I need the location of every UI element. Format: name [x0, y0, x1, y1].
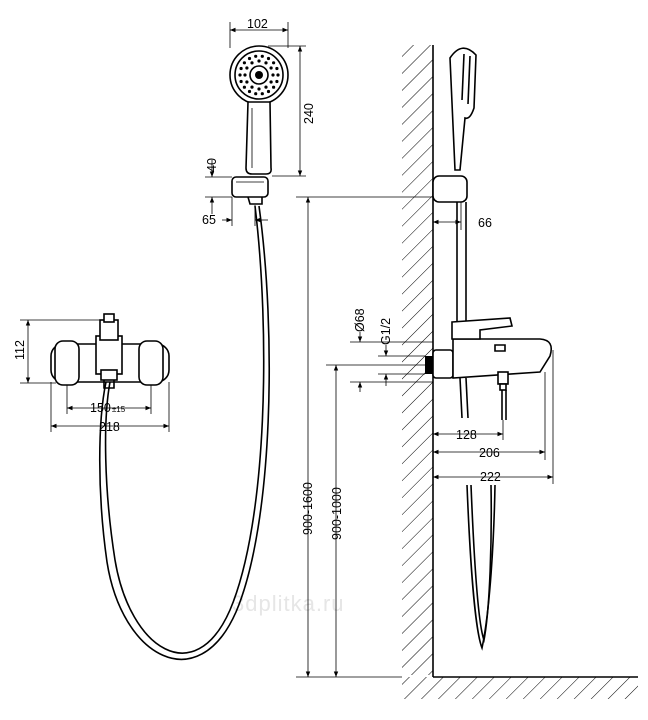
side-view: 66 900-1600 900-1000 Ø68 G1/2	[296, 45, 638, 699]
dim-head-height: 240	[268, 45, 316, 177]
svg-text:150±15: 150±15	[90, 401, 126, 415]
nozzle-dot	[275, 66, 279, 71]
nozzle-dot	[260, 92, 264, 96]
svg-text:65: 65	[202, 213, 216, 227]
svg-text:112: 112	[13, 340, 27, 360]
dim-head-width: 102	[229, 17, 289, 48]
nozzle-dot	[242, 85, 246, 89]
nozzle-dot	[245, 66, 249, 70]
nozzle-dot	[247, 89, 252, 94]
dim-mixer-height: 112	[13, 319, 100, 384]
dim-depth-128: 128	[432, 420, 504, 442]
svg-text:128: 128	[456, 428, 477, 442]
dim-mixer-spacing: 150±15	[66, 385, 152, 415]
dim-rail-range: 900-1600	[296, 196, 433, 678]
svg-text:900-1600: 900-1600	[301, 482, 315, 535]
nozzle-dot	[266, 89, 271, 94]
nozzle-dot	[276, 73, 280, 77]
nozzle-dot	[264, 85, 268, 89]
dim-depth-222: 222	[432, 350, 554, 484]
nozzle-dot	[269, 66, 273, 70]
nozzle-dot	[245, 80, 249, 84]
nozzle-dot	[271, 73, 275, 77]
nozzle-dot	[250, 61, 254, 65]
nozzle-dot	[272, 61, 276, 65]
hand-shower-head	[229, 45, 289, 175]
nozzle-dot	[257, 87, 261, 91]
nozzle-dot	[266, 56, 271, 61]
svg-text:900-1000: 900-1000	[330, 487, 344, 540]
dim-thread: G1/2	[378, 318, 425, 386]
svg-text:222: 222	[480, 470, 501, 484]
nozzle-dot	[254, 54, 258, 58]
bath-mixer-side	[425, 317, 553, 420]
shower-hose-side	[466, 484, 496, 651]
dim-holder-offset: 65	[202, 197, 268, 227]
nozzle-dot	[247, 56, 252, 61]
dim-mixer-height-range: 900-1000	[326, 364, 433, 677]
svg-text:Ø68: Ø68	[353, 308, 367, 332]
svg-text:G1/2: G1/2	[379, 318, 393, 345]
dim-mixer-width: 218	[50, 382, 170, 434]
svg-text:240: 240	[302, 103, 316, 124]
dim-holder-height: 40	[205, 158, 232, 214]
nozzle-dot	[239, 66, 243, 71]
nozzle-pattern	[238, 54, 280, 96]
nozzle-dot	[239, 79, 243, 84]
shower-holder	[231, 176, 269, 205]
watermark: 3dplitka.ru	[232, 591, 345, 616]
nozzle-dot	[260, 54, 264, 58]
shower-hose	[98, 205, 271, 660]
nozzle-dot	[242, 61, 246, 65]
svg-text:218: 218	[99, 420, 120, 434]
svg-text:66: 66	[478, 216, 492, 230]
shower-rail-side	[432, 47, 477, 325]
nozzle-dot	[264, 61, 268, 65]
dim-depth-206: 206	[432, 372, 546, 460]
svg-text:102: 102	[247, 17, 268, 31]
nozzle-dot	[238, 73, 242, 77]
nozzle-dot	[269, 80, 273, 84]
dim-wall-to-rail: 66	[432, 202, 492, 230]
nozzle-dot	[243, 73, 247, 77]
nozzle-dot	[272, 85, 276, 89]
svg-text:206: 206	[479, 446, 500, 460]
dim-flange-diameter: Ø68	[350, 308, 433, 392]
nozzle-dot	[250, 85, 254, 89]
nozzle-dot	[254, 92, 258, 96]
front-view: 102 240 40 65 112	[13, 17, 316, 660]
nozzle-dot	[275, 79, 279, 84]
svg-text:40: 40	[205, 158, 219, 172]
bath-mixer-front	[50, 313, 170, 389]
nozzle-dot	[257, 59, 261, 63]
